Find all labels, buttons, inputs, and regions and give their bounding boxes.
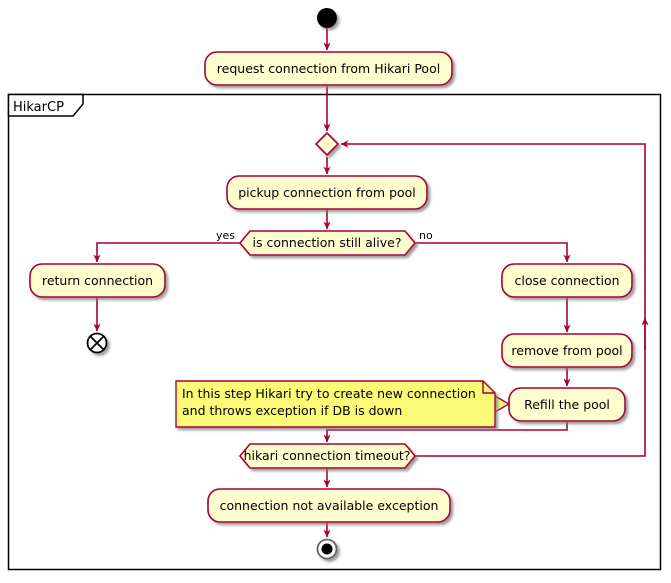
edge-alive-yes-to-return (93, 242, 240, 263)
flow-final-cross-2 (89, 335, 105, 351)
decision-is-connection-alive-shape[interactable] (238, 230, 417, 256)
partition-hikaricp: HikarCP (7, 93, 662, 571)
activity-pickup-connection-label: pickup connection from pool (238, 185, 416, 200)
note-fold-corner (482, 381, 495, 394)
decision-hikari-connection-timeout-shape[interactable] (238, 443, 417, 469)
connectors (93, 28, 649, 538)
edge-refill-to-timeout (323, 421, 568, 443)
activity-pickup-connection[interactable]: pickup connection from pool (226, 175, 428, 210)
merge-diamond (314, 131, 340, 157)
activity-remove-from-pool-shape[interactable] (501, 333, 633, 368)
branch-label-no: no (419, 229, 433, 242)
activity-refill-the-pool[interactable]: Refill the pool (508, 387, 626, 422)
edge-timeout-loopback-to-merge (340, 140, 646, 457)
decision-is-connection-alive[interactable]: is connection still alive? yes no (216, 229, 433, 256)
activity-connection-not-available-exception[interactable]: connection not available exception (207, 488, 451, 523)
partition-border (7, 93, 662, 571)
start-node (317, 8, 337, 28)
activity-pickup-connection-shape[interactable] (226, 175, 428, 210)
activity-connection-not-available-exception-shape[interactable] (207, 488, 451, 523)
decision-hikari-connection-timeout-label: hikari connection timeout? (244, 448, 411, 463)
decision-is-connection-alive-label: is connection still alive? (253, 235, 402, 250)
activity-request-connection-label: request connection from Hikari Pool (217, 61, 440, 76)
activity-close-connection-label: close connection (514, 273, 619, 288)
activity-return-connection-label: return connection (42, 273, 153, 288)
end-inner-circle (321, 543, 333, 555)
activity-close-connection-shape[interactable] (501, 263, 633, 298)
partition-label-tab (7, 93, 84, 117)
flow-final-node (86, 332, 108, 354)
end-node (316, 538, 338, 560)
branch-label-yes: yes (216, 229, 235, 242)
activity-close-connection[interactable]: close connection (501, 263, 633, 298)
activity-remove-from-pool[interactable]: remove from pool (501, 333, 633, 368)
note-body (175, 380, 496, 428)
activity-request-connection[interactable]: request connection from Hikari Pool (204, 51, 453, 86)
edge-alive-no-to-close (415, 242, 571, 263)
activity-return-connection[interactable]: return connection (29, 263, 166, 298)
note-line-2: and throws exception if DB is down (182, 403, 402, 418)
note-refill-explanation: In this step Hikari try to create new co… (175, 380, 511, 428)
partition-label-text: HikarCP (13, 100, 64, 115)
activity-request-connection-shape[interactable] (204, 51, 453, 86)
activity-connection-not-available-exception-label: connection not available exception (220, 498, 439, 513)
activity-return-connection-shape[interactable] (29, 263, 166, 298)
note-pointer (494, 394, 511, 414)
activity-remove-from-pool-label: remove from pool (511, 343, 622, 358)
start-circle (317, 8, 337, 28)
merge-diamond-shape (314, 131, 340, 157)
note-line-1: In this step Hikari try to create new co… (182, 386, 476, 401)
activity-refill-the-pool-label: Refill the pool (524, 397, 610, 412)
decision-hikari-connection-timeout[interactable]: hikari connection timeout? (238, 443, 417, 469)
